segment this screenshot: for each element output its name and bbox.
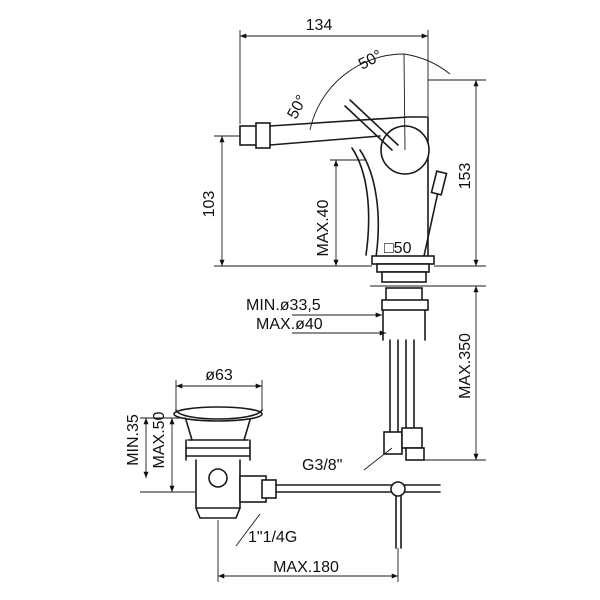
base-flange <box>371 255 435 265</box>
spout-bottom-edge <box>269 135 381 146</box>
waste-ring-sides <box>185 439 251 461</box>
label-angle-left: 50° <box>285 93 311 122</box>
supply-hose-left <box>389 339 399 433</box>
label-153: 153 <box>457 163 474 190</box>
pull-rod-lower <box>395 495 402 549</box>
fixing-washer <box>381 299 429 311</box>
angle-axis <box>403 53 406 151</box>
hose-fitting-left <box>383 431 403 455</box>
waste-neck <box>185 419 251 441</box>
pivot-joint <box>390 481 406 497</box>
hose-fitting-right-nut <box>405 447 425 461</box>
spout-nozzle-collar <box>255 122 271 149</box>
label-max50: MAX.50 <box>151 411 168 468</box>
ext-103 <box>214 135 372 267</box>
mixer-body <box>239 99 448 461</box>
label-square50: □50 <box>384 240 412 257</box>
base-flange-lower <box>376 263 430 273</box>
waste-rings <box>185 439 251 457</box>
fixing-nut-top <box>381 271 427 283</box>
label-thread: 1"1/4G <box>248 529 297 546</box>
hose-fitting-right <box>401 427 423 449</box>
waste-mark <box>208 468 228 488</box>
label-134: 134 <box>306 17 333 34</box>
label-max180: MAX.180 <box>273 559 339 576</box>
lever-handle <box>349 99 399 146</box>
lever-handle-edge <box>344 105 393 151</box>
ext-350 <box>424 285 486 461</box>
label-min35: MIN.35 <box>125 414 142 466</box>
popup-rod-knob <box>430 170 448 196</box>
waste-thread <box>195 507 241 519</box>
linkage-nut <box>261 479 277 499</box>
label-angle-right: 50° <box>356 47 385 73</box>
label-min-diam: MIN.ø33,5 <box>246 297 321 314</box>
popup-waste <box>173 406 441 549</box>
label-103: 103 <box>201 191 218 218</box>
spout-top-edge <box>269 116 409 127</box>
leader-g38 <box>363 447 393 471</box>
label-g38: G3/8" <box>302 457 342 474</box>
pivot-rod <box>275 484 441 493</box>
label-63: ø63 <box>205 367 233 384</box>
popup-rod <box>423 191 439 257</box>
label-max-diam: MAX.ø40 <box>256 316 323 333</box>
body-left-curve-inner <box>351 147 370 256</box>
supply-hose-right <box>405 339 415 429</box>
label-max40: MAX.40 <box>315 199 332 256</box>
leader-thread <box>235 513 261 547</box>
arc-angle-left <box>309 53 405 131</box>
dimension-lines <box>140 30 486 582</box>
ext-134 <box>239 30 429 124</box>
label-max350: MAX.350 <box>457 333 474 399</box>
waste-cap-rim <box>175 409 263 420</box>
body-right-edge <box>407 116 429 258</box>
fixing-shank <box>382 309 426 341</box>
ext-35-50 <box>140 417 196 493</box>
ext-63 <box>175 380 263 410</box>
arc-angle-right <box>403 53 451 75</box>
body-left-curve <box>359 149 380 258</box>
